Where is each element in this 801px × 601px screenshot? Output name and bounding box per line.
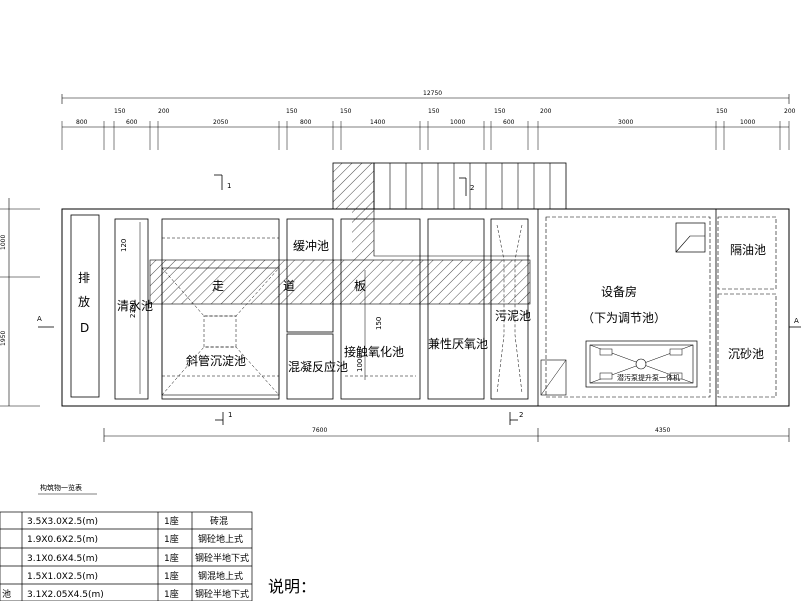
dim-total: 12750 xyxy=(423,90,442,97)
table-row-type: 钢砼地上式 xyxy=(198,533,243,545)
svg-text:1000: 1000 xyxy=(0,235,7,250)
grit-chamber xyxy=(717,293,777,398)
oil-separator xyxy=(717,216,777,290)
oil-label: 隔油池 xyxy=(730,243,766,257)
dim-150f: 150 xyxy=(716,108,728,115)
table-row-qty: 1座 xyxy=(164,552,179,564)
buffer-label: 缓冲池 xyxy=(293,238,329,253)
table-row-type: 钢砼半地下式 xyxy=(195,588,249,600)
section-mark-a-right: A xyxy=(789,317,801,328)
equipment-room xyxy=(545,216,711,398)
dim-200a: 200 xyxy=(158,108,170,115)
table-row-qty: 1座 xyxy=(164,588,179,600)
table-row-type: 钢砼半地下式 xyxy=(195,552,249,564)
dim-120: 120 xyxy=(120,239,128,252)
dim-200b: 200 xyxy=(540,108,552,115)
equipment-note: （下为调节池） xyxy=(582,311,666,325)
building-outline xyxy=(61,208,790,407)
dim-150d: 150 xyxy=(428,108,440,115)
dim-2050: 2050 xyxy=(213,119,228,126)
dim-800b: 800 xyxy=(300,119,312,126)
svg-text:1: 1 xyxy=(228,411,232,419)
bottom-dimension: 7600 4350 xyxy=(103,427,790,442)
section-mark-2-bottom: 2 xyxy=(509,411,523,425)
corridor-label-1: 走 xyxy=(212,279,224,293)
facultative-label: 兼性厌氧池 xyxy=(428,337,488,351)
table-row-size: 1.5X1.0X2.5(m) xyxy=(27,572,98,582)
sludge-tank xyxy=(490,218,529,400)
corridor xyxy=(149,259,531,305)
left-dimension: 1000 1950 xyxy=(0,198,40,407)
table-row-type: 钢混地上式 xyxy=(198,570,243,582)
table-title: 构筑物一览表 xyxy=(40,483,82,492)
svg-text:1: 1 xyxy=(227,182,231,190)
dim-150e: 150 xyxy=(494,108,506,115)
svg-text:2: 2 xyxy=(519,411,523,419)
grit-label: 沉砂池 xyxy=(728,347,764,361)
contact-ox-label: 接触氧化池 xyxy=(344,344,404,359)
pump-label: 潜污泵提升泵一体机 xyxy=(617,373,680,382)
section-mark-2-top: 2 xyxy=(459,177,474,196)
dim-1400: 1400 xyxy=(370,119,385,126)
contact-oxidation-tank xyxy=(340,218,421,400)
table-row-size: 3.1X0.6X4.5(m) xyxy=(27,554,98,564)
dim-800: 800 xyxy=(76,119,88,126)
table-row-type: 砖混 xyxy=(210,515,228,527)
equipment-label: 设备房 xyxy=(601,284,637,299)
section-mark-1-top: 1 xyxy=(214,174,231,190)
dim-4350: 4350 xyxy=(655,427,670,434)
section-mark-a-left: A xyxy=(37,315,54,328)
discharge-label-1: 排 xyxy=(78,271,90,285)
svg-text:2: 2 xyxy=(470,184,474,192)
table-row-size: 1.9X0.6X2.5(m) xyxy=(27,535,98,545)
top-dimension-total: 12750 xyxy=(61,90,790,104)
discharge-label-2: 放 xyxy=(78,294,90,309)
dim-7600: 7600 xyxy=(312,427,327,434)
table-row-size: 3.5X3.0X2.5(m) xyxy=(27,517,98,527)
discharge-label-3: D xyxy=(80,321,89,335)
pump-unit xyxy=(585,340,698,388)
table-row-qty: 1座 xyxy=(164,533,179,545)
structure-table: 3.5X3.0X2.5(m) 1座 砖混 1.9X0.6X2.5(m) 1座 钢… xyxy=(0,511,253,601)
corridor-label-3: 板 xyxy=(354,279,366,293)
dim-600a: 600 xyxy=(126,119,138,126)
dim-150c: 150 xyxy=(340,108,352,115)
coag-label: 混凝反应池 xyxy=(288,359,348,374)
table-row-qty: 1座 xyxy=(164,515,179,527)
table-row-size: 3.1X2.05X4.5(m) xyxy=(27,590,104,600)
dim-3000: 3000 xyxy=(618,119,633,126)
discharge-outlet xyxy=(70,214,100,398)
dim-1000-inner: 1000 xyxy=(356,354,364,372)
inclined-tube-tank xyxy=(161,218,280,400)
inclined-tube-label: 斜管沉淀池 xyxy=(186,353,246,368)
dim-600b: 600 xyxy=(503,119,515,126)
dim-150a: 150 xyxy=(114,108,126,115)
facultative-tank xyxy=(427,218,485,400)
table-row-qty: 1座 xyxy=(164,570,179,582)
dim-150-inner: 150 xyxy=(375,317,383,330)
dim-1000: 1000 xyxy=(450,119,465,126)
corridor-label-2: 道 xyxy=(283,279,295,293)
svg-text:1950: 1950 xyxy=(0,331,7,346)
stairs xyxy=(332,162,567,210)
clear-water-tank xyxy=(114,218,149,400)
dim-150b: 150 xyxy=(286,108,298,115)
sludge-label: 污泥池 xyxy=(495,309,531,323)
svg-text:A: A xyxy=(37,315,42,323)
clear-water-label: 清水池 xyxy=(117,299,153,313)
notes-title: 说明： xyxy=(268,577,316,596)
section-mark-1-bottom: 1 xyxy=(215,411,232,425)
coag-tank xyxy=(286,333,334,400)
svg-text:A: A xyxy=(794,317,799,325)
dim-200c: 200 xyxy=(784,108,796,115)
table-row-c0: 池 xyxy=(2,588,11,600)
dim-2300: 2300 xyxy=(129,300,137,318)
dim-1000b: 1000 xyxy=(740,119,755,126)
top-dimension-segments: 800 150 600 200 2050 150 800 150 1400 15… xyxy=(61,108,796,150)
